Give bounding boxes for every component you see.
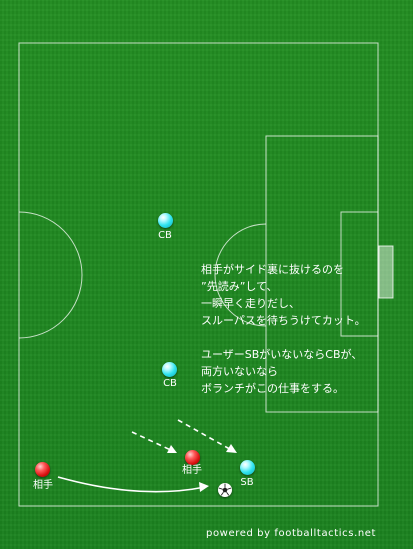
annotation-line: 一瞬早く走りだし、 <box>201 297 300 310</box>
ball-path-arrow <box>57 476 206 493</box>
annotation-line: スルーパスを待ちうけてカット。 <box>201 314 366 327</box>
dashed-run-arrowhead-2 <box>226 444 237 453</box>
player-label: CB <box>158 230 172 241</box>
dashed-run-arrow-2 <box>177 419 236 453</box>
opponent-player-left <box>35 462 50 477</box>
annotation-spacer <box>201 329 366 346</box>
soccer-ball-icon <box>218 483 232 497</box>
player-sb <box>240 460 255 475</box>
goal-area <box>340 211 379 337</box>
player-label: SB <box>240 477 254 488</box>
player-label: CB <box>163 378 177 389</box>
player-cb-bottom <box>162 362 177 377</box>
penalty-arc <box>214 223 267 327</box>
annotation-line: ユーザーSBがいないならCBが、 <box>201 348 363 361</box>
tactic-explanation: 相手がサイド裏に抜けるのを ”先読み”して、 一瞬早く走りだし、 スルーパスを待… <box>201 261 366 397</box>
annotation-line: ”先読み”して、 <box>201 280 278 293</box>
dashed-run-arrow-1 <box>131 431 176 453</box>
dashed-run-arrowhead-1 <box>167 445 177 453</box>
annotation-line: 相手がサイド裏に抜けるのを <box>201 263 344 276</box>
opponent-player-center <box>185 450 200 465</box>
annotation-line: ボランチがこの仕事をする。 <box>201 382 344 395</box>
powered-by-credit: powered by footballtactics.net <box>206 528 377 539</box>
ball-path-arrowhead <box>199 482 209 492</box>
goal <box>378 245 394 299</box>
annotation-line: 両方いないなら <box>201 365 278 378</box>
player-label: 相手 <box>33 480 53 491</box>
player-cb-top <box>158 213 173 228</box>
center-circle-arc <box>18 211 83 339</box>
player-label: 相手 <box>182 465 202 476</box>
